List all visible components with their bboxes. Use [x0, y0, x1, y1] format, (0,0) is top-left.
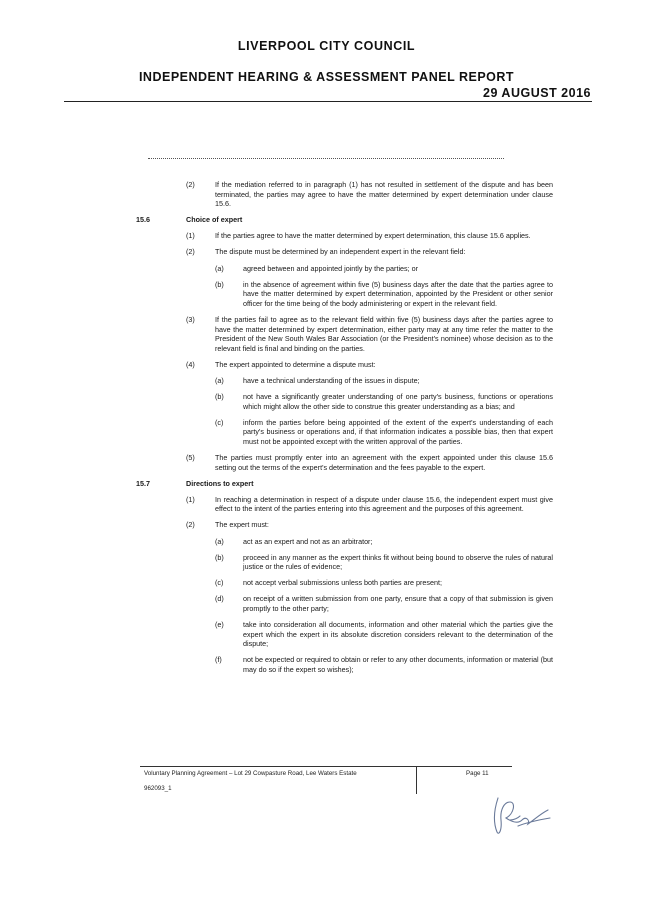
header-council: LIVERPOOL CITY COUNCIL — [237, 39, 416, 53]
footer-document-ref: 962093_1 — [144, 785, 172, 792]
clause-item: (2) The expert must: — [0, 520, 653, 530]
clause-number: (a) — [215, 263, 224, 273]
clause-text: If the parties fail to agree as to the r… — [215, 314, 553, 353]
clause-text: The dispute must be determined by an ind… — [215, 247, 466, 257]
clause-item: (e) take into consideration all documents… — [0, 620, 653, 649]
clause-number: (a) — [215, 375, 224, 385]
clause-text: The expert must: — [215, 520, 269, 530]
clause-text: inform the parties before being appointe… — [243, 417, 553, 446]
clause-number: 15.6 — [136, 215, 150, 225]
clause-text: proceed in any manner as the expert thin… — [243, 552, 553, 572]
clause-item: (2) If the mediation referred to in parag… — [0, 180, 653, 209]
clause-text: not accept verbal submissions unless bot… — [243, 578, 442, 588]
clause-text: In reaching a determination in respect o… — [215, 494, 553, 514]
clause-number: (a) — [215, 536, 224, 546]
clause-item: (1) In reaching a determination in respec… — [0, 495, 653, 514]
clause-number: (1) — [186, 494, 195, 504]
clause-number: (2) — [186, 247, 195, 257]
clause-text: Choice of expert — [186, 215, 243, 225]
footer-page-number: Page 11 — [466, 770, 489, 777]
clause-number: (5) — [186, 452, 195, 462]
clause-text: have a technical understanding of the is… — [243, 375, 420, 385]
clause-text: The expert appointed to determine a disp… — [215, 359, 376, 369]
clause-text: take into consideration all documents, i… — [243, 620, 553, 649]
clause-item: (5) The parties must promptly enter into … — [0, 453, 653, 472]
clause-text: The parties must promptly enter into an … — [215, 452, 553, 472]
clause-number: (d) — [215, 594, 224, 604]
clause-item: (1) If the parties agree to have the matt… — [0, 231, 653, 241]
clause-text: If the mediation referred to in paragrap… — [215, 180, 553, 209]
header-report-title: INDEPENDENT HEARING & ASSESSMENT PANEL R… — [138, 70, 515, 84]
clause-number: (b) — [215, 279, 224, 289]
footer-title: Voluntary Planning Agreement – Lot 29 Co… — [144, 770, 357, 777]
clause-item: (b) not have a significantly greater unde… — [0, 392, 653, 411]
clause-number: 15.7 — [136, 478, 150, 488]
clause-number: (b) — [215, 552, 224, 562]
clause-text: on receipt of a written submission from … — [243, 594, 553, 613]
document-body: (2) If the mediation referred to in parag… — [0, 180, 653, 681]
clause-number: (c) — [215, 578, 224, 588]
clause-number: (3) — [186, 314, 195, 324]
clause-text: in the absence of agreement within five … — [243, 279, 553, 308]
clause-number: (2) — [186, 180, 195, 189]
clause-item: (b) in the absence of agreement within fi… — [0, 280, 653, 309]
header-rule — [64, 101, 592, 102]
footer-rule — [140, 766, 512, 767]
document-rule — [148, 158, 504, 159]
clause-number: (b) — [215, 392, 224, 401]
clause-item: (4) The expert appointed to determine a d… — [0, 360, 653, 370]
clause-number: (e) — [215, 620, 224, 630]
footer-divider — [416, 766, 417, 794]
clause-item: (b) proceed in any manner as the expert t… — [0, 553, 653, 572]
clause-item: (a) have a technical understanding of the… — [0, 376, 653, 386]
clause-number: (1) — [186, 231, 195, 241]
clause-item: (f) not be expected or required to obtain… — [0, 655, 653, 674]
clause-item: (2) The dispute must be determined by an … — [0, 247, 653, 257]
clause-number: (c) — [215, 417, 224, 427]
clause-text: Directions to expert — [186, 478, 254, 488]
clause-text: act as an expert and not as an arbitrato… — [243, 536, 373, 546]
clause-text: not have a significantly greater underst… — [243, 392, 553, 411]
clause-text: not be expected or required to obtain or… — [243, 655, 553, 674]
clause-item: (d) on receipt of a written submission fr… — [0, 594, 653, 613]
section-heading: 15.7 Directions to expert — [0, 479, 653, 489]
clause-item: (3) If the parties fail to agree as to th… — [0, 315, 653, 353]
clause-item: (a) agreed between and appointed jointly … — [0, 264, 653, 274]
clause-number: (2) — [186, 520, 195, 530]
clause-text: agreed between and appointed jointly by … — [243, 263, 419, 273]
clause-item: (a) act as an expert and not as an arbitr… — [0, 537, 653, 547]
clause-number: (f) — [215, 655, 222, 665]
clause-text: If the parties agree to have the matter … — [215, 231, 531, 241]
header-date: 29 AUGUST 2016 — [483, 86, 591, 100]
section-heading: 15.6 Choice of expert — [0, 215, 653, 225]
clause-number: (4) — [186, 359, 195, 369]
clause-item: (c) inform the parties before being appoi… — [0, 418, 653, 447]
signature — [493, 797, 551, 834]
clause-item: (c) not accept verbal submissions unless … — [0, 578, 653, 588]
